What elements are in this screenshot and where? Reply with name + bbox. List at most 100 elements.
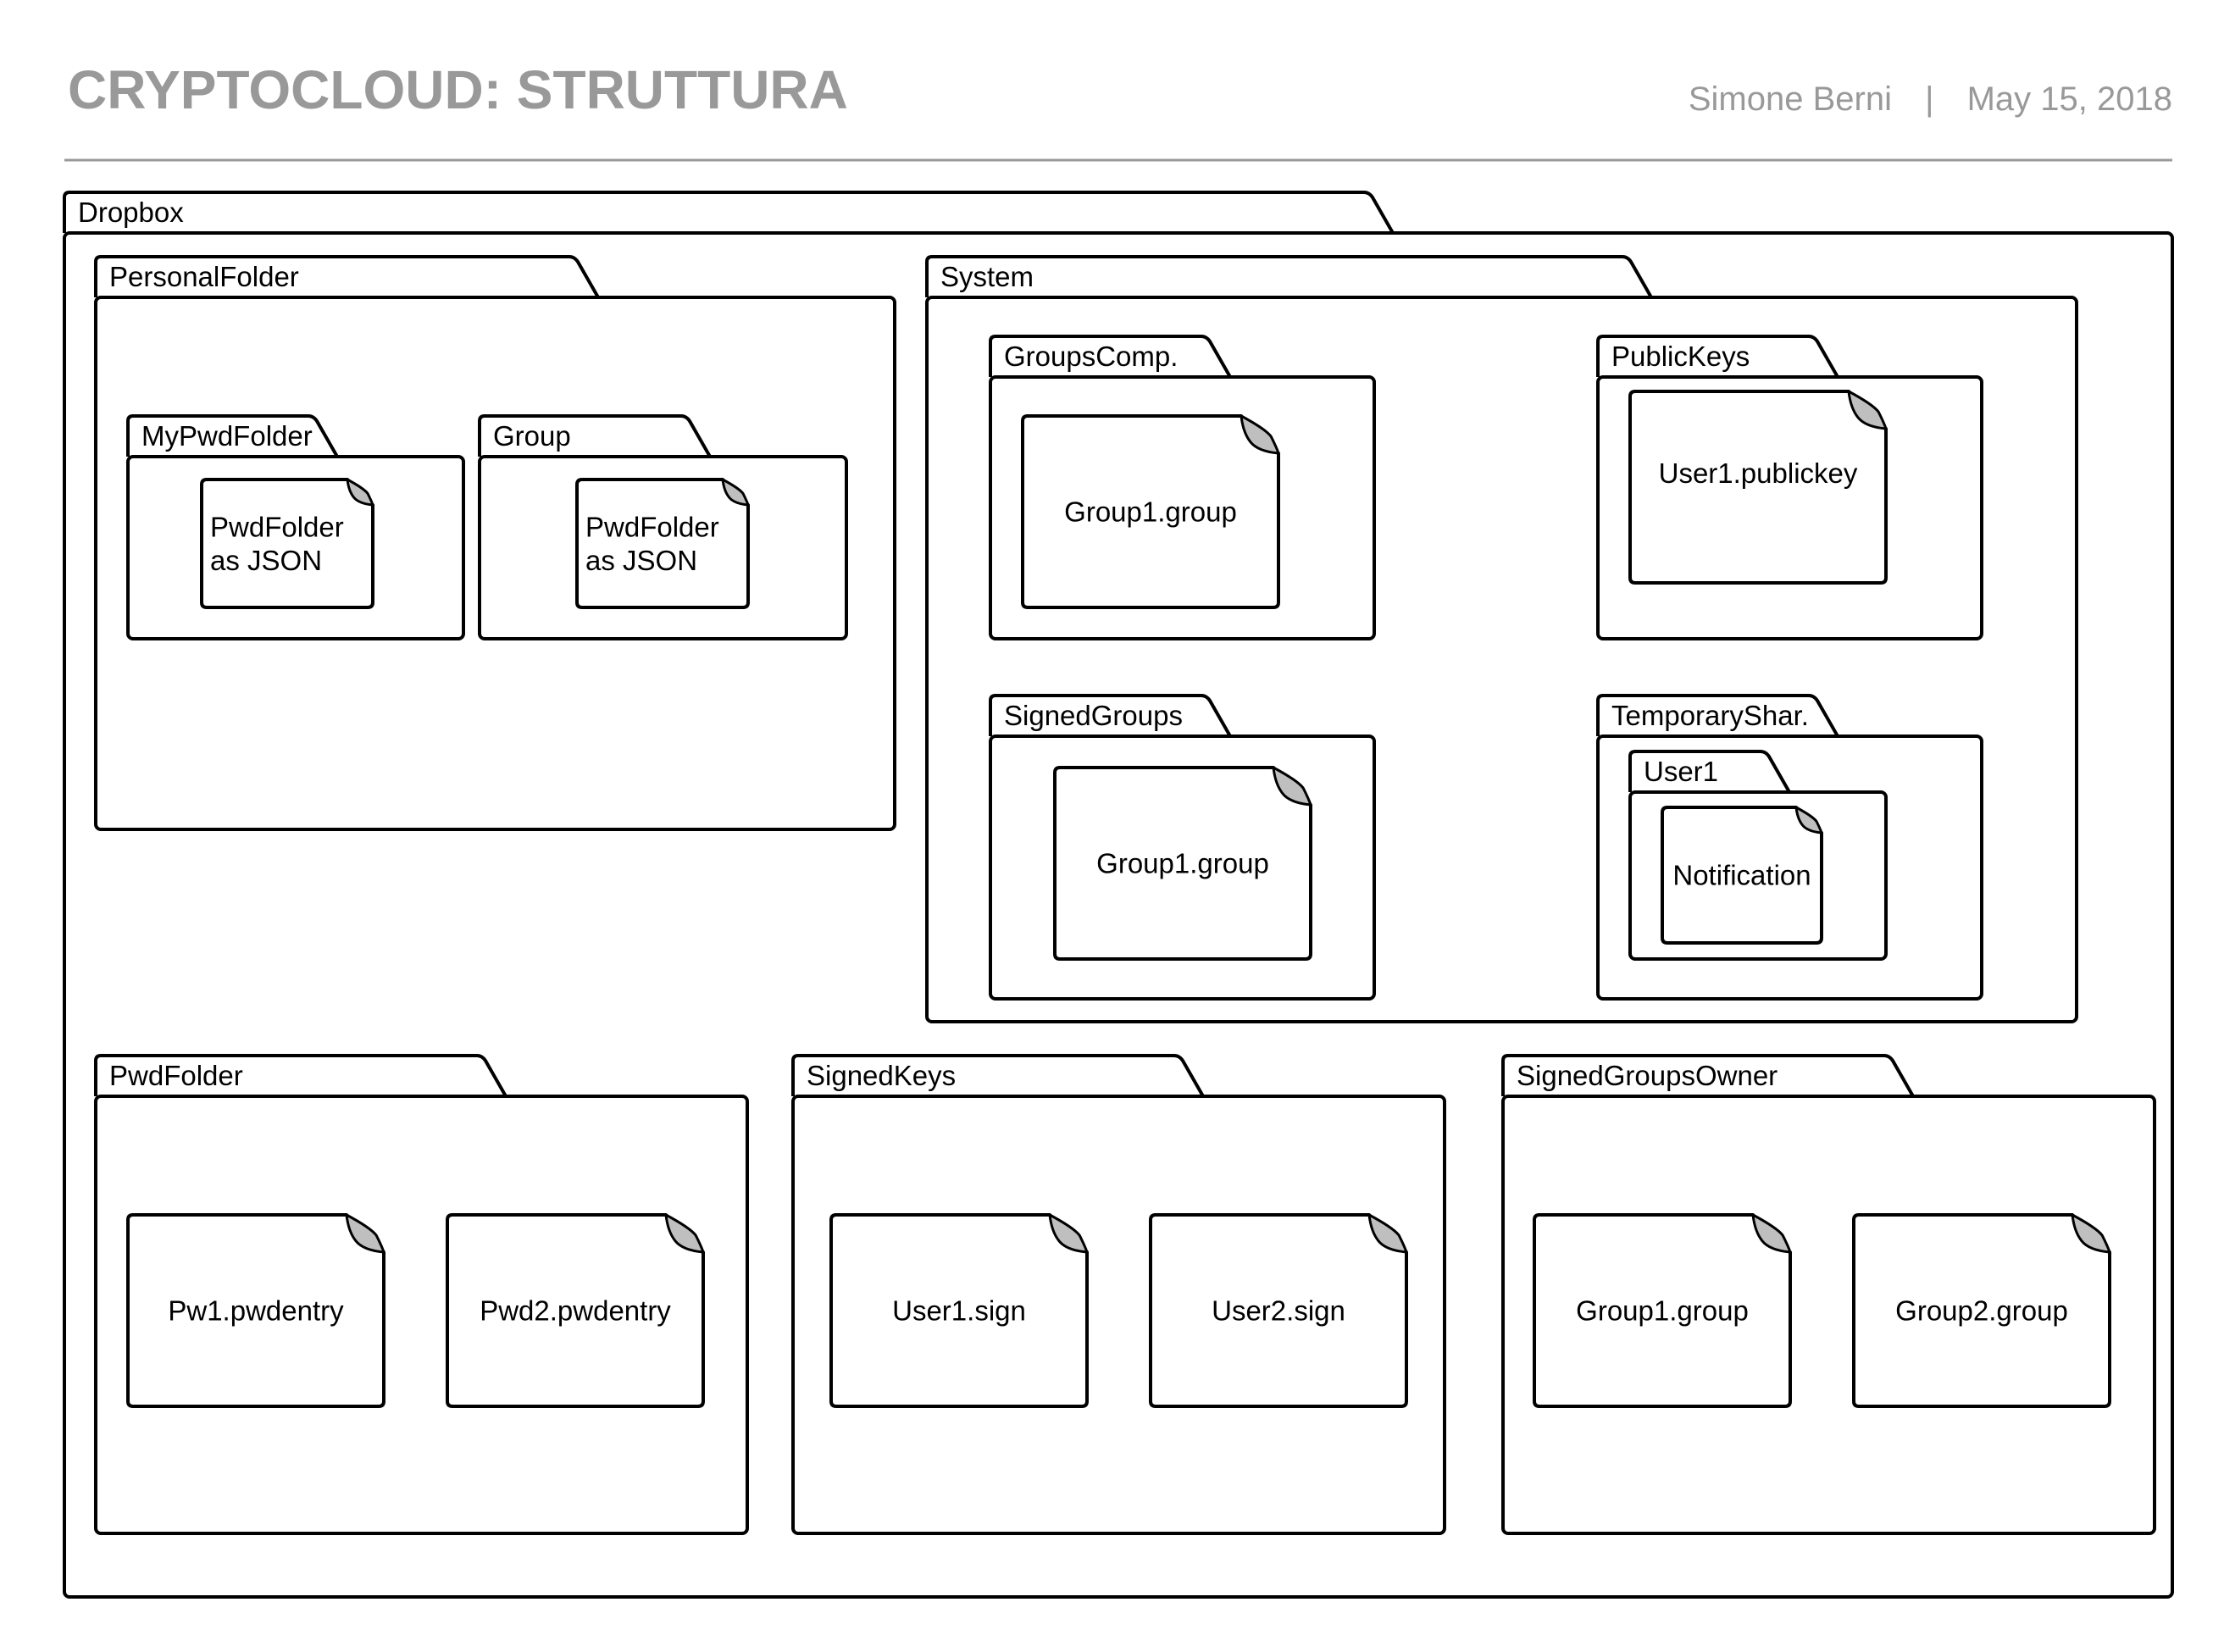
file-fold-corner bbox=[1048, 1213, 1089, 1254]
folder-body bbox=[989, 375, 1376, 640]
file-label: Group2.group bbox=[1895, 1295, 2068, 1327]
file-label: User1.sign bbox=[892, 1295, 1026, 1327]
file-page bbox=[446, 1213, 705, 1408]
file-pwd2-pwdentry: Pwd2.pwdentry bbox=[446, 1213, 705, 1408]
author: Simone Berni bbox=[1689, 80, 1892, 118]
folder-signedkeys: SignedKeys bbox=[791, 1054, 1446, 1535]
file-label: Pw1.pwdentry bbox=[168, 1295, 344, 1327]
file-fold-corner bbox=[1751, 1213, 1792, 1254]
folder-tab bbox=[478, 414, 712, 457]
folder-body bbox=[989, 735, 1376, 1001]
folder-tab bbox=[94, 1054, 507, 1097]
folder-label: SignedKeys bbox=[807, 1060, 956, 1091]
file-fold-corner bbox=[345, 1213, 385, 1254]
folder-body bbox=[791, 1095, 1446, 1535]
file-label: Pwd2.pwdentry bbox=[480, 1295, 671, 1327]
file-page bbox=[1533, 1213, 1792, 1408]
file-page bbox=[575, 478, 750, 609]
file-fold-corner bbox=[1367, 1213, 1408, 1254]
file-groupscomp-group1: Group1.group bbox=[1021, 414, 1280, 609]
header-meta: Simone Berni | May 15, 2018 bbox=[1689, 80, 2172, 118]
file-page bbox=[1053, 766, 1312, 961]
file-user1-sign: User1.sign bbox=[829, 1213, 1089, 1408]
folder-signedgroups: SignedGroups bbox=[989, 694, 1376, 1001]
folder-tab bbox=[1501, 1054, 1915, 1097]
folder-label: SignedGroups bbox=[1004, 700, 1183, 731]
file-user1-publickey: User1.publickey bbox=[1628, 390, 1888, 585]
folder-body bbox=[94, 1095, 749, 1535]
file-label: User2.sign bbox=[1212, 1295, 1345, 1327]
file-page bbox=[126, 1213, 385, 1408]
folder-body bbox=[94, 296, 896, 831]
folder-label: Group bbox=[493, 420, 571, 452]
folder-tab bbox=[989, 335, 1232, 378]
date: May 15, 2018 bbox=[1967, 80, 2172, 118]
folder-pwdfolder: PwdFolder bbox=[94, 1054, 749, 1535]
file-fold-corner bbox=[1272, 766, 1312, 807]
folder-label: Dropbox bbox=[78, 197, 184, 228]
file-fold-corner bbox=[1794, 806, 1823, 834]
folder-personal: PersonalFolder bbox=[94, 255, 896, 831]
file-fold-corner bbox=[664, 1213, 705, 1254]
folder-tab bbox=[1596, 694, 1839, 737]
file-fold-corner bbox=[2071, 1213, 2111, 1254]
folder-body bbox=[925, 296, 2078, 1023]
folder-temporary: TemporaryShar. bbox=[1596, 694, 1983, 1001]
file-user2-sign: User2.sign bbox=[1149, 1213, 1408, 1408]
folder-group: Group bbox=[478, 414, 848, 640]
file-page bbox=[1852, 1213, 2111, 1408]
folder-label: GroupsComp. bbox=[1004, 341, 1178, 372]
file-label: Group1.group bbox=[1064, 496, 1237, 528]
folder-label: TemporaryShar. bbox=[1611, 700, 1809, 731]
folder-tab bbox=[925, 255, 1653, 298]
folder-user1: User1 bbox=[1628, 750, 1888, 961]
file-fold-corner bbox=[1847, 390, 1888, 430]
folder-signedgroupsowner: SignedGroupsOwner bbox=[1501, 1054, 2156, 1535]
folder-body bbox=[1628, 790, 1888, 961]
folder-body bbox=[1596, 375, 1983, 640]
file-page bbox=[1661, 806, 1823, 945]
file-label: Group1.group bbox=[1096, 848, 1269, 879]
folder-label: System bbox=[940, 261, 1034, 292]
folder-label: PublicKeys bbox=[1611, 341, 1750, 372]
file-signedgroups-group1: Group1.group bbox=[1053, 766, 1312, 961]
folder-groupscomp: GroupsComp. bbox=[989, 335, 1376, 640]
file-pw1-pwdentry: Pw1.pwdentry bbox=[126, 1213, 385, 1408]
folder-label: MyPwdFolder bbox=[141, 420, 313, 452]
page-title: CRYPTOCLOUD: STRUTTURA bbox=[68, 59, 848, 120]
folder-mypwd: MyPwdFolder bbox=[126, 414, 465, 640]
folder-label: User1 bbox=[1644, 756, 1718, 787]
file-page bbox=[829, 1213, 1089, 1408]
folder-label: PwdFolder bbox=[109, 1060, 243, 1091]
folder-tab bbox=[1596, 335, 1839, 378]
folder-body bbox=[63, 231, 2174, 1599]
folder-body bbox=[1501, 1095, 2156, 1535]
header-separator: | bbox=[1925, 80, 1933, 118]
file-owner-group2: Group2.group bbox=[1852, 1213, 2111, 1408]
file-label: User1.publickey bbox=[1659, 457, 1858, 489]
file-fold-corner bbox=[721, 478, 750, 507]
file-page bbox=[1149, 1213, 1408, 1408]
file-page bbox=[1628, 390, 1888, 585]
file-notification: Notification bbox=[1661, 806, 1823, 945]
file-owner-group1: Group1.group bbox=[1533, 1213, 1792, 1408]
file-label: Notification bbox=[1672, 860, 1811, 891]
file-page bbox=[200, 478, 374, 609]
file-page bbox=[1021, 414, 1280, 609]
folder-publickeys: PublicKeys bbox=[1596, 335, 1983, 640]
folder-tab bbox=[126, 414, 339, 457]
folder-body bbox=[126, 455, 465, 640]
folder-tab bbox=[63, 191, 1395, 234]
file-fold-corner bbox=[1240, 414, 1280, 455]
folder-body bbox=[1596, 735, 1983, 1001]
folder-tab bbox=[1628, 750, 1791, 793]
folder-label: SignedGroupsOwner bbox=[1517, 1060, 1778, 1091]
folder-dropbox: Dropbox bbox=[63, 191, 2174, 1599]
file-fold-corner bbox=[346, 478, 374, 507]
file-label: Group1.group bbox=[1576, 1295, 1749, 1327]
